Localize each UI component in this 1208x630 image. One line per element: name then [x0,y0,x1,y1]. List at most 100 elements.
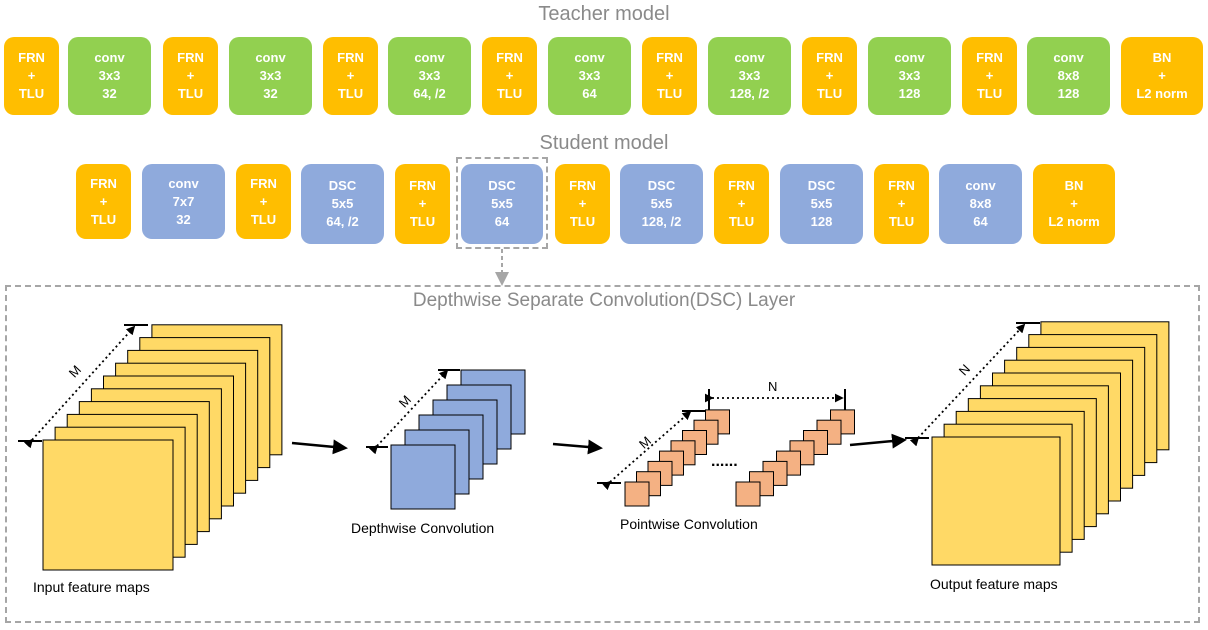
input-feature-map [42,439,174,571]
teacher-block-line: 64, /2 [413,86,446,101]
student-block-line: FRN [409,178,436,193]
teacher-block-line: conv [894,50,925,65]
teacher-block-line: 32 [263,86,278,101]
teacher-block-line: TLU [816,86,843,101]
teacher-block-line: + [186,68,195,83]
student-block-line: TLU [250,211,277,227]
teacher-block-frn-11: FRN + TLU [802,37,857,115]
teacher-block-line: + [346,68,355,83]
teacher-block-line: conv [574,50,605,65]
student-block-frn-7: FRN+TLU [555,164,610,244]
student-block-line: 128 [810,214,833,229]
teacher-block-line: + [1158,68,1166,83]
teacher-block-line: TLU [18,86,45,101]
student-block-frn-3: FRN+TLU [236,164,291,239]
teacher-block-frn-9: FRN + TLU [642,37,697,115]
teacher-block-conv-8: conv 3x3 64 [548,37,631,115]
output-feature-map [931,436,1061,566]
arrow-input-to-depthwise [291,439,348,455]
input-m-label: M [66,362,84,380]
teacher-block-line: FRN [656,50,683,65]
student-block-line: 5x5 [491,196,513,211]
output-caption: Output feature maps [930,576,1058,592]
student-block-line: conv [168,175,199,191]
teacher-block-line: 3x3 [259,68,282,83]
student-block-line: + [897,196,906,211]
student-block-line: DSC [488,178,516,193]
student-block-dsc-10: DSC 5x5 128 [780,164,863,244]
pointwise-map [735,481,761,507]
teacher-block-line: TLU [496,86,523,101]
student-block-line: 64, /2 [326,214,359,229]
student-block-line: 7x7 [172,193,195,209]
student-block-line: conv [965,178,996,193]
student-block-line: 5x5 [331,196,354,211]
student-block-line: + [1070,196,1078,211]
student-title: Student model [539,132,669,154]
student-block-line: FRN [250,175,277,191]
student-block-line: BN [1064,178,1084,193]
input-m-dimension [23,325,136,449]
student-block-frn-1: FRN + TLU [76,164,131,239]
student-block-line: TLU [90,211,117,227]
teacher-block-line: + [825,68,834,83]
depthwise-m-label: M [396,392,414,410]
student-block-line: DSC [807,178,836,193]
teacher-block-frn-3: FRN+TLU [163,37,218,115]
student-block-line: + [418,196,427,211]
teacher-block-frn-5: FRN+TLU [323,37,378,115]
student-block-line: FRN [90,175,117,191]
student-block-line: 5x5 [810,196,833,211]
pointwise-m-label: M [636,433,654,451]
teacher-block-line: conv [734,50,765,65]
teacher-block-line: FRN [816,50,843,65]
student-block-frn-5: FRN + TLU [395,164,450,244]
teacher-block-line: 32 [102,86,117,101]
pointwise-maps-right [735,409,855,507]
student-block-line: FRN [569,178,596,193]
pointwise-caption: Pointwise Convolution [620,516,758,532]
depthwise-maps [390,369,526,510]
student-block-line: + [737,196,746,211]
student-block-frn-9: FRN+TLU [714,164,769,244]
teacher-block-line: 128 [898,86,921,101]
teacher-block-line: FRN [496,50,523,65]
student-block-line: 5x5 [650,196,673,211]
student-block-line: FRN [888,178,915,193]
pointwise-n-label: N [768,379,777,394]
student-block-line: + [578,196,587,211]
dsc-layer-title: Depthwise Separate Convolution(DSC) Laye… [412,290,796,311]
teacher-block-line: 64 [582,86,597,101]
teacher-block-line: + [27,68,36,83]
depthwise-map [390,444,456,510]
student-block-line: 32 [176,211,191,227]
teacher-block-line: conv [94,50,125,65]
teacher-block-line: + [985,68,994,83]
student-block-line: TLU [409,214,436,229]
teacher-block-line: TLU [337,86,364,101]
student-block-line: TLU [888,214,915,229]
teacher-block-line: TLU [656,86,683,101]
teacher-block-frn-1: FRN+TLU [4,37,59,115]
student-block-bn-13: BN+L2 norm [1033,164,1115,244]
teacher-block-line: 3x3 [578,68,601,83]
teacher-block-frn-13: FRN+TLU [962,37,1017,115]
pointwise-map [624,481,650,507]
teacher-block-line: FRN [177,50,204,65]
student-block-line: 8x8 [969,196,992,211]
student-block-line: + [99,193,108,209]
input-feature-maps [42,324,283,571]
teacher-block-line: L2 norm [1136,86,1188,101]
teacher-block-line: + [665,68,674,83]
arrow-pointwise-to-output [849,433,907,449]
output-n-dimension [909,323,1026,447]
teacher-block-line: FRN [976,50,1003,65]
teacher-block-line: 3x3 [418,68,441,83]
